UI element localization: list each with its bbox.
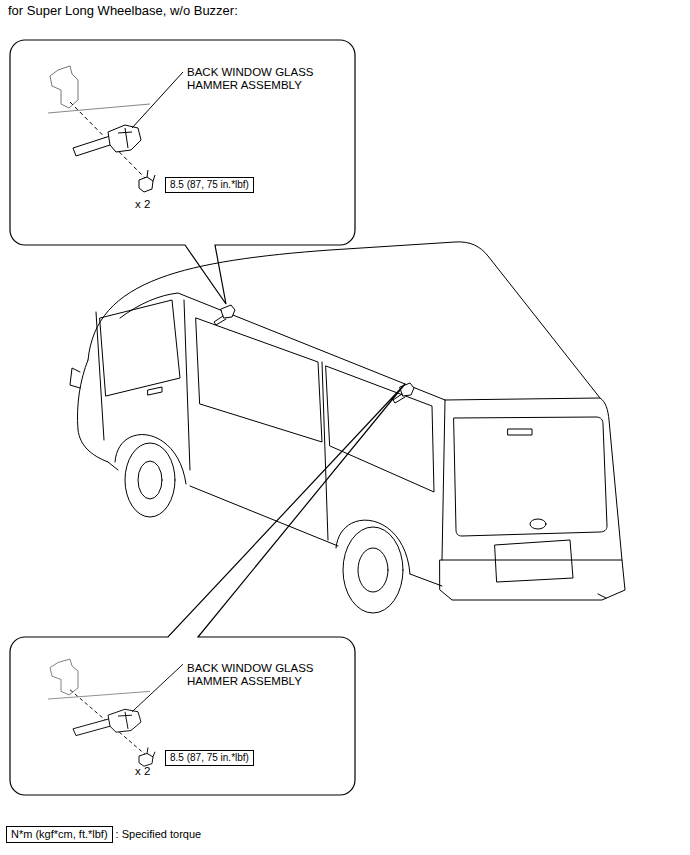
wheel-hub (138, 461, 162, 499)
door-edge (96, 312, 104, 440)
part-name: BACK WINDOW GLASS HAMMER ASSEMBLY (187, 662, 337, 688)
torque-value: 8.5 (87, 75 in.*lbf) (170, 179, 249, 191)
emblem (530, 519, 546, 529)
rear-face (445, 398, 622, 560)
hammer-detail-line (118, 128, 132, 148)
pillar-line (184, 300, 190, 470)
wheel-hub (358, 548, 388, 592)
front-wheel (125, 443, 175, 517)
torque-value: 8.5 (87, 75 in.*lbf) (170, 752, 249, 764)
quantity-label: x 2 (135, 198, 150, 211)
door-handle (148, 387, 162, 395)
rear-pillar (442, 400, 445, 560)
bolt-thread (147, 170, 155, 181)
unit-legend-box: N*m (kgf*cm, ft.*lbf): Specified torque (6, 826, 113, 843)
callout-panel: BACK WINDOW GLASS HAMMER ASSEMBLY x 2 8.5 … (10, 40, 355, 245)
torque-box: 8.5 (87, 75 in.*lbf) (165, 750, 254, 766)
rear-wheel (343, 527, 403, 613)
exhaust (598, 594, 606, 598)
roof-rail (120, 293, 445, 400)
back-window (454, 417, 607, 536)
unit-label: N*m (kgf*cm, ft.*lbf) (11, 828, 108, 841)
side-window (326, 366, 434, 492)
front-lower (108, 462, 118, 470)
bolt (139, 177, 153, 192)
stop-lamp (508, 429, 532, 435)
front-face (77, 360, 108, 462)
van-drawing (70, 242, 625, 613)
license-plate (495, 540, 573, 582)
install-line (70, 102, 145, 178)
leader-line (132, 72, 183, 128)
quantity-label: x 2 (135, 765, 150, 778)
slide-door-edge (322, 362, 328, 540)
callout-outline (10, 40, 355, 304)
hammer-handle (73, 136, 113, 156)
diagram-title: for Super Long Wheelbase, w/o Buzzer: (8, 3, 238, 18)
hammer-detail (48, 659, 183, 766)
torque-box: 8.5 (87, 75 in.*lbf) (165, 177, 254, 193)
side-sill (190, 486, 338, 546)
front-door-window (100, 300, 180, 396)
callout-panel: BACK WINDOW GLASS HAMMER ASSEMBLY x 2 8.5 … (10, 637, 355, 795)
callout-outline (10, 637, 355, 795)
legend-text: : Specified torque (116, 828, 202, 841)
bracket (50, 66, 78, 108)
hammer-icon (214, 316, 226, 325)
rear-bumper (440, 560, 625, 600)
hammer-head (108, 125, 141, 152)
mirror (70, 368, 80, 388)
callout-outline (10, 384, 405, 795)
part-name: BACK WINDOW GLASS HAMMER ASSEMBLY (187, 66, 337, 92)
hammer-detail (48, 66, 183, 192)
roof-outline (88, 242, 600, 398)
side-sill (410, 574, 442, 586)
side-window (196, 318, 322, 442)
